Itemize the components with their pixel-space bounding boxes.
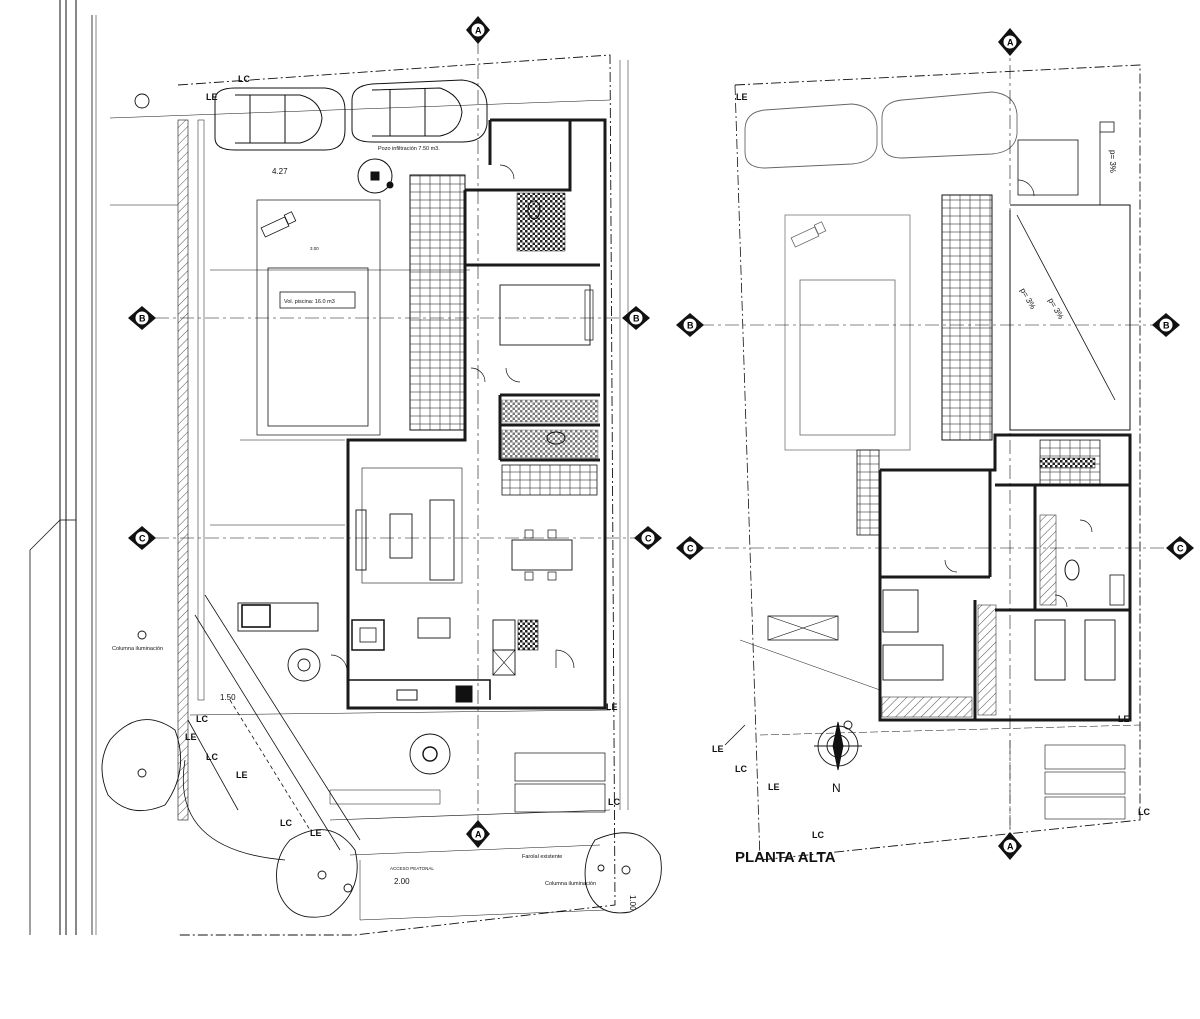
slope-label-2: p= 3% (1046, 297, 1065, 321)
section-marker-c-mid: C (634, 526, 662, 550)
section-marker-b-mid: B (622, 306, 650, 330)
svg-text:C: C (1177, 544, 1184, 554)
le-marker: LE (1118, 714, 1130, 724)
pool-volume-label: Vol. piscina: 16.0 m3 (284, 299, 335, 305)
pool-deck (256, 199, 381, 436)
section-marker-b-left: B (128, 306, 156, 330)
infiltration-well-label: Pozo infiltración 7.50 m3. (378, 146, 440, 152)
section-marker-a-bottom-left: A (466, 820, 490, 848)
section-marker-c-left: C (128, 526, 156, 550)
lot-boundary (177, 54, 616, 936)
svg-text:B: B (1163, 321, 1170, 331)
section-marker-a-bottom-right: A (998, 832, 1022, 860)
entrance-path (187, 594, 361, 851)
svg-text:A: A (1007, 38, 1014, 48)
line-markers: LC LE LE LC LC LE LC LE LC LE LE LE LC L… (185, 74, 1150, 840)
ground-bed (499, 284, 591, 346)
tree-3 (584, 832, 662, 914)
dimension-1-50: 1.50 (220, 693, 236, 702)
slope-label-1: p= 3% (1018, 287, 1037, 311)
upper-floor-plan: p= 3% p= 3% p= 3% (700, 40, 1170, 861)
north-arrow (814, 721, 862, 771)
lc-marker: LC (1138, 807, 1150, 817)
pedestrian-access-label: ACCESO PEATONAL (390, 866, 434, 871)
parked-car-1 (214, 87, 346, 151)
dimension-1-00: 1.00 (628, 895, 637, 911)
upper-floor-title: PLANTA ALTA (735, 849, 836, 866)
le-marker: LE (206, 92, 218, 102)
svg-text:A: A (1007, 842, 1014, 852)
lc-marker: LC (608, 797, 620, 807)
svg-text:A: A (475, 26, 482, 36)
existing-lamp-label: Farolal existente (522, 854, 562, 860)
le-marker: LE (236, 770, 248, 780)
tree-2 (276, 829, 358, 918)
section-marker-a-top-left: A (466, 16, 490, 44)
street-edge (29, 0, 97, 935)
house-walls (346, 118, 607, 710)
svg-text:B: B (633, 314, 640, 324)
lc-marker: LC (735, 764, 747, 774)
lc-marker: LC (812, 830, 824, 840)
le-marker: LE (712, 744, 724, 754)
section-marker-a-top-right: A (998, 28, 1022, 56)
column-lighting-label-2: Columna iluminación (545, 881, 596, 887)
lc-marker: LC (280, 818, 292, 828)
side-fence (177, 119, 189, 821)
svg-text:B: B (139, 314, 146, 324)
le-marker: LE (310, 828, 322, 838)
le-marker: LE (185, 732, 197, 742)
dimension-4-27: 4.27 (272, 167, 288, 176)
exterior-stairs (409, 174, 466, 431)
svg-text:C: C (645, 534, 652, 544)
living-area (361, 467, 463, 584)
sun-lounger (260, 211, 297, 238)
parked-car-2 (351, 79, 488, 143)
svg-text:C: C (687, 544, 694, 554)
dining-table (511, 539, 573, 571)
tree-1 (101, 719, 182, 812)
svg-text:3.00: 3.00 (310, 246, 319, 251)
north-label: N (832, 781, 841, 795)
le-marker: LE (736, 92, 748, 102)
lc-marker: LC (196, 714, 208, 724)
le-marker: LE (768, 782, 780, 792)
section-marker-b-upper-left: B (676, 313, 704, 337)
lc-marker: LC (238, 74, 250, 84)
ground-floor-plan: Pozo infiltración 7.50 m3. 4.27 Vol. pis… (101, 40, 662, 936)
svg-text:C: C (139, 534, 146, 544)
section-marker-b-upper-right: B (1152, 313, 1180, 337)
pool (267, 267, 369, 427)
column-lighting-label-1: Columna iluminación (112, 646, 163, 652)
slope-label-3: p= 3% (1108, 150, 1117, 173)
dimension-2-00: 2.00 (394, 877, 410, 886)
le-marker: LE (606, 702, 618, 712)
section-marker-c-upper-right: C (1166, 536, 1194, 560)
svg-text:A: A (475, 830, 482, 840)
section-marker-c-upper-left: C (676, 536, 704, 560)
lc-marker: LC (206, 752, 218, 762)
svg-text:B: B (687, 321, 694, 331)
